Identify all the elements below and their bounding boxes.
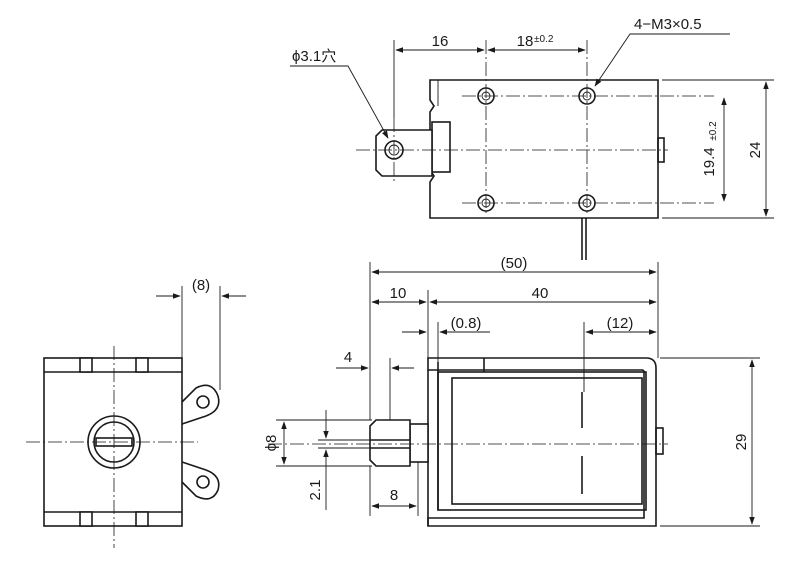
dim-40-label: 40 (532, 285, 549, 302)
plunger-tip (375, 129, 433, 177)
dim-2-1-label: 2.1 (307, 480, 324, 501)
coil-winding (451, 377, 643, 505)
dim-29-label: 29 (733, 434, 750, 451)
dim-4-label: 4 (344, 349, 352, 366)
top-view: 16 18 ±0.2 4−M3×0.5 ϕ3.1穴 19.4 ±0.2 24 (290, 16, 774, 260)
dim-8-label: 8 (390, 487, 398, 504)
front-view-frame (427, 357, 657, 527)
dim-18-label: 18 (517, 33, 534, 50)
dim-19-4-tol-label: ±0.2 (708, 121, 719, 141)
dim-0-8-label: (0.8) (451, 315, 482, 332)
dim-18-tol-label: ±0.2 (534, 34, 554, 45)
plunger-flange (431, 121, 451, 173)
front-right-knob (655, 427, 664, 455)
top-view-body (429, 79, 659, 219)
dim-19-4-label: 19.4 (701, 147, 718, 176)
front-plunger-tip (369, 419, 411, 467)
dim-8-paren-label: (8) (192, 277, 210, 294)
hole-dia-label: ϕ3.1穴 (292, 48, 336, 65)
thread-callout-label: 4−M3×0.5 (634, 16, 702, 33)
side-view-notches (79, 357, 149, 527)
dim-16-label: 16 (432, 33, 449, 50)
dim-12-label: (12) (607, 315, 634, 332)
dim-24-label: 24 (747, 142, 764, 159)
coil-bobbin (437, 371, 647, 511)
side-view-terminals (181, 384, 220, 500)
dim-phi8-label: ϕ8 (263, 435, 280, 452)
dim-10-label: 10 (390, 285, 407, 302)
side-view: (8) (26, 277, 246, 548)
thread-holes (477, 87, 596, 212)
dim-50-label: (50) (501, 255, 528, 272)
front-plunger-flange (409, 423, 429, 463)
front-view: (50) 10 40 (0.8) (12) 4 ϕ8 2.1 (263, 255, 760, 527)
